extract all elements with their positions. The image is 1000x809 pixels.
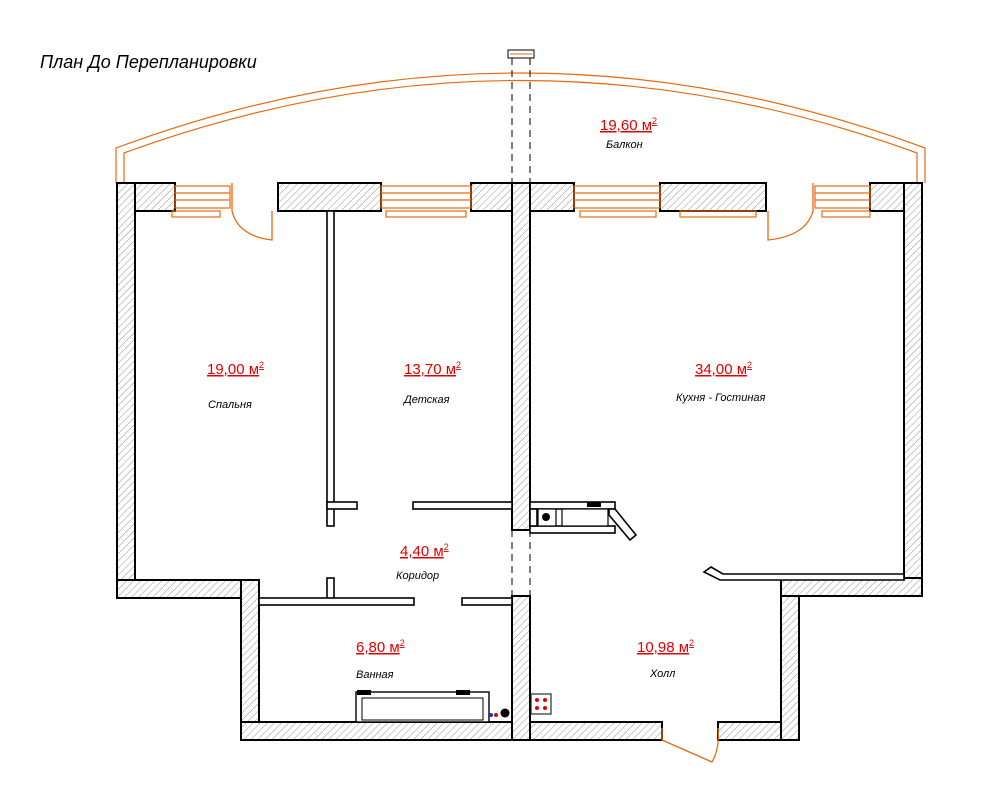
svg-text:10,98 м2: 10,98 м2	[637, 638, 694, 656]
area-value: 19,60	[600, 117, 638, 134]
area-value: 4,40	[400, 543, 429, 560]
area-value: 13,70	[404, 361, 442, 378]
area-value: 6,80	[356, 639, 385, 656]
svg-text:19,60 м2: 19,60 м2	[600, 116, 657, 134]
room-name: Детская	[402, 394, 450, 406]
hall-riser	[530, 693, 552, 715]
area-value: 34,00	[695, 361, 733, 378]
balcony-doors	[231, 183, 814, 241]
room-name: Спальня	[208, 399, 252, 411]
entrance-door	[661, 727, 720, 763]
area-value: 19,00	[207, 361, 245, 378]
room-balcony: 19,60 м2 Балкон	[600, 116, 657, 151]
room-kids: 13,70 м2 Детская	[402, 360, 461, 406]
room-corridor: 4,40 м2 Коридор	[396, 542, 449, 582]
room-hall: 10,98 м2 Холл	[637, 638, 694, 680]
area-value: 10,98	[637, 639, 675, 656]
svg-text:34,00 м2: 34,00 м2	[695, 360, 752, 378]
svg-text:13,70 м2: 13,70 м2	[404, 360, 461, 378]
room-bedroom: 19,00 м2 Спальня	[207, 360, 264, 411]
svg-text:6,80 м2: 6,80 м2	[356, 638, 405, 656]
plan-title: План До Перепланировки	[40, 52, 257, 72]
room-name: Холл	[649, 668, 675, 680]
balcony-railing	[115, 49, 926, 183]
exterior-walls	[116, 182, 923, 741]
room-name: Коридор	[396, 570, 439, 582]
room-name: Кухня - Гостиная	[676, 392, 765, 404]
svg-text:19,00 м2: 19,00 м2	[207, 360, 264, 378]
kitchen-stove	[537, 502, 609, 527]
bathtub	[355, 690, 510, 723]
interior-partitions	[258, 210, 905, 606]
room-kitchen: 34,00 м2 Кухня - Гостиная	[676, 360, 765, 404]
room-name: Ванная	[356, 669, 394, 681]
svg-text:4,40 м2: 4,40 м2	[400, 542, 449, 560]
room-bathroom: 6,80 м2 Ванная	[356, 638, 405, 681]
windows	[171, 185, 871, 218]
room-name: Балкон	[606, 139, 643, 151]
